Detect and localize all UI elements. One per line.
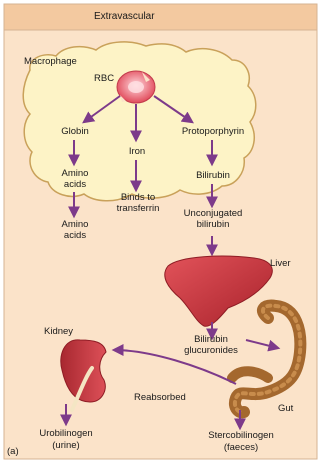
gut-label: Gut [278, 403, 293, 414]
header-band [4, 4, 317, 30]
stercobilinogen-label: Stercobilinogen [196, 430, 286, 441]
amino-acids-inner-label: Amino acids [56, 168, 94, 190]
liver-label: Liver [270, 258, 291, 269]
urine-label: (urine) [28, 440, 104, 451]
reabsorbed-label: Reabsorbed [134, 392, 186, 403]
macrophage-label: Macrophage [24, 56, 77, 67]
header-title: Extravascular [94, 11, 155, 22]
rbc-label: RBC [94, 73, 114, 84]
globin-label: Globin [54, 126, 96, 137]
panel-letter: (a) [7, 446, 19, 457]
amino-acids-label: Amino acids [56, 219, 94, 241]
faeces-label: (faeces) [196, 442, 286, 453]
protoporphyrin-label: Protoporphyrin [176, 126, 250, 137]
iron-label: Iron [122, 146, 152, 157]
bilirubin-label: Bilirubin [190, 170, 236, 181]
rbc-cell-icon [117, 71, 155, 103]
unconjugated-bilirubin-label: Unconjugated bilirubin [176, 208, 250, 230]
kidney-label: Kidney [44, 326, 73, 337]
bilirubin-glucuronides-label: Bilirubin glucuronides [176, 334, 246, 356]
binds-to-transferrin-label: Binds to transferrin [108, 192, 168, 214]
urobilinogen-label: Urobilinogen [28, 428, 104, 439]
